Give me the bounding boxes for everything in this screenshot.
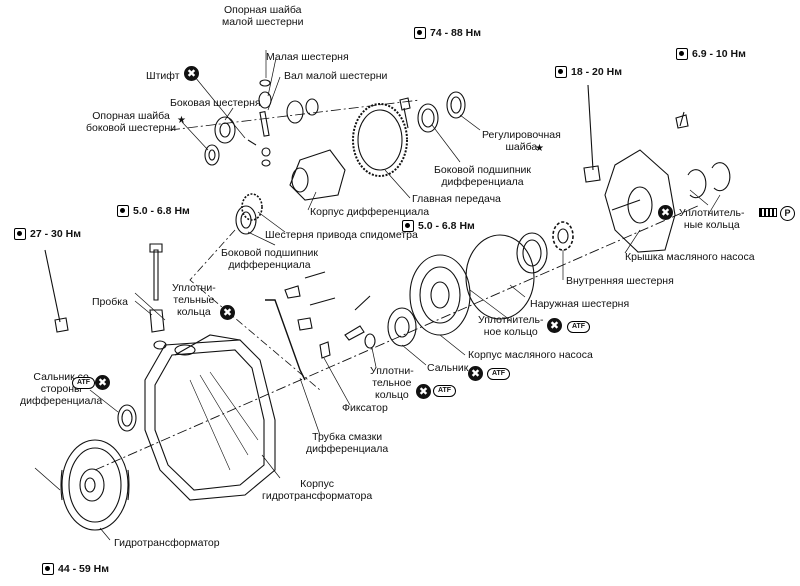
label-inner-gear: Внутренняя шестерня — [566, 275, 674, 287]
label-pinion-shaft: Вал малой шестерни — [284, 70, 388, 82]
label-retainer: Фиксатор — [342, 402, 388, 414]
torque-wrench-icon — [414, 27, 426, 39]
replace-icon: ✖ — [658, 205, 673, 220]
label-adjusting-shim: Регулировочная шайба — [482, 129, 561, 153]
label-differential-case: Корпус дифференциала — [310, 206, 430, 218]
label-lube-tube: Трубка смазки дифференциала — [306, 431, 389, 455]
label-pinion-gear: Малая шестерня — [266, 51, 349, 63]
label-final-gear: Главная передача — [412, 193, 501, 205]
label-o-ring: Уплотнитель- ное кольцо — [478, 314, 544, 338]
torque-wrench-icon — [14, 228, 26, 240]
atf-icon: ATF — [433, 385, 457, 397]
label-seal-ring-center: Уплотни- тельное кольцо — [370, 365, 414, 401]
label-converter-housing: Корпус гидротрансформатора — [262, 478, 373, 502]
torque-wrench-icon — [555, 66, 567, 78]
torque-retainer: 5.0 - 6.8 Нм — [402, 220, 475, 232]
differential-side-seal-drawing — [117, 404, 137, 432]
converter-housing-drawing — [144, 334, 276, 501]
torque-housing-bolt: 27 - 30 Нм — [14, 228, 81, 240]
star-icon: ★ — [535, 143, 544, 154]
petroleum-jelly-icon: P — [780, 206, 795, 221]
lube-tube-drawing — [265, 271, 376, 381]
atf-icon: ATF — [487, 368, 511, 380]
label-seal-rings-left: Уплотни- тельные кольца — [172, 282, 216, 318]
label-plug: Пробка — [92, 296, 128, 308]
replace-icon: ✖ — [416, 384, 431, 399]
torque-pump-bolt: 18 - 20 Нм — [555, 66, 622, 78]
replace-icon: ✖ — [547, 318, 562, 333]
torque-cover-bolt: 6.9 - 10 Нм — [676, 48, 746, 60]
star-icon: ★ — [177, 115, 186, 126]
label-side-bearing-right: Боковой подшипник дифференциала — [434, 164, 532, 188]
replace-icon: ✖ — [220, 305, 235, 320]
label-pin: Штифт — [146, 70, 180, 82]
oil-pump-drawing — [387, 84, 731, 347]
torque-converter-drawing — [34, 439, 130, 531]
label-side-bearing-left: Боковой подшипник дифференциала — [221, 247, 319, 271]
replace-icon: ✖ — [184, 66, 199, 81]
label-side-washer: Опорная шайба боковой шестерни — [86, 110, 177, 134]
label-side-gear: Боковая шестерня — [170, 97, 261, 109]
label-pump-cover: Крышка масляного насоса — [625, 251, 755, 263]
label-torque-converter: Гидротрансформатор — [114, 537, 220, 549]
torque-converter-bolt: 44 - 59 Нм — [42, 563, 109, 575]
atf-icon: ATF — [567, 321, 591, 333]
torque-final-gear-bolt: 74 - 88 Нм — [414, 27, 481, 39]
label-pump-housing: Корпус масляного насоса — [468, 349, 593, 361]
grease-icon — [759, 208, 777, 217]
differential-drawing — [204, 79, 466, 235]
torque-plug: 5.0 - 6.8 Нм — [117, 205, 190, 217]
torque-wrench-icon — [402, 220, 414, 232]
label-pinion-washer: Опорная шайба малой шестерни — [222, 4, 304, 28]
torque-wrench-icon — [676, 48, 688, 60]
label-outer-gear: Наружная шестерня — [530, 298, 630, 310]
label-speedometer-gear: Шестерня привода спидометра — [265, 229, 418, 241]
label-seal-rings-right: Уплотнитель- ные кольца — [679, 207, 745, 231]
replace-icon: ✖ — [468, 366, 483, 381]
atf-icon: ATF — [72, 377, 96, 389]
label-oil-seal: Сальник — [427, 362, 469, 374]
torque-wrench-icon — [117, 205, 129, 217]
label-differential-side-seal: Сальник со стороны дифференциала — [20, 371, 103, 407]
replace-icon: ✖ — [95, 375, 110, 390]
torque-wrench-icon — [42, 563, 54, 575]
